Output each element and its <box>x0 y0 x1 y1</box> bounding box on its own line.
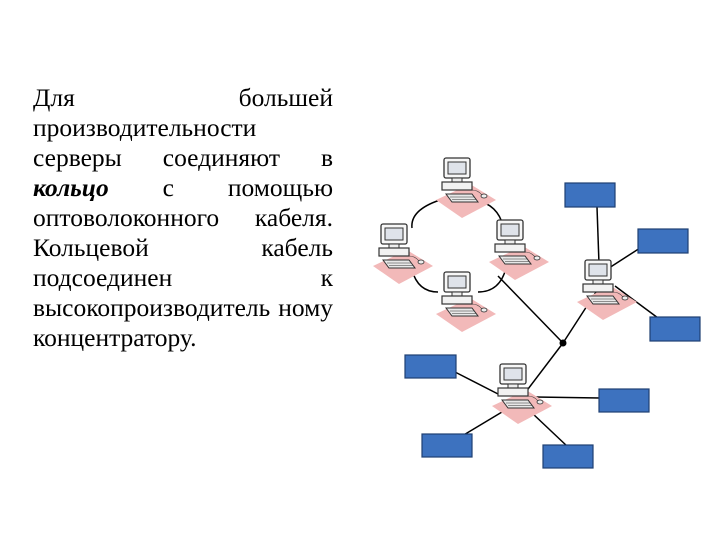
link-right-box-1 <box>609 248 640 268</box>
box-bottom-left <box>422 434 472 457</box>
box-top-right <box>565 183 615 207</box>
computer-icon <box>436 272 496 332</box>
hub-junction <box>560 340 567 347</box>
link-lower-box-right <box>535 397 600 398</box>
computer-icon <box>492 364 552 424</box>
link-right-box-top <box>597 207 599 264</box>
link-ring-hub <box>498 276 563 343</box>
link-lower-box-bottom-center <box>532 413 568 447</box>
ring-arc-top-left <box>412 200 440 228</box>
box-bottom-right <box>599 389 649 412</box>
box-right-1 <box>638 229 688 253</box>
link-lower-box-left <box>455 372 500 395</box>
link-hub-lower-workstation <box>525 343 563 393</box>
link-lower-box-bottom-left <box>462 412 502 436</box>
box-bottom-center <box>543 445 593 468</box>
computer-icon <box>373 224 433 284</box>
box-right-2 <box>650 317 700 341</box>
computer-icon <box>577 260 637 320</box>
box-left <box>405 355 456 378</box>
computer-icon <box>489 220 549 280</box>
computer-icon <box>436 158 496 218</box>
